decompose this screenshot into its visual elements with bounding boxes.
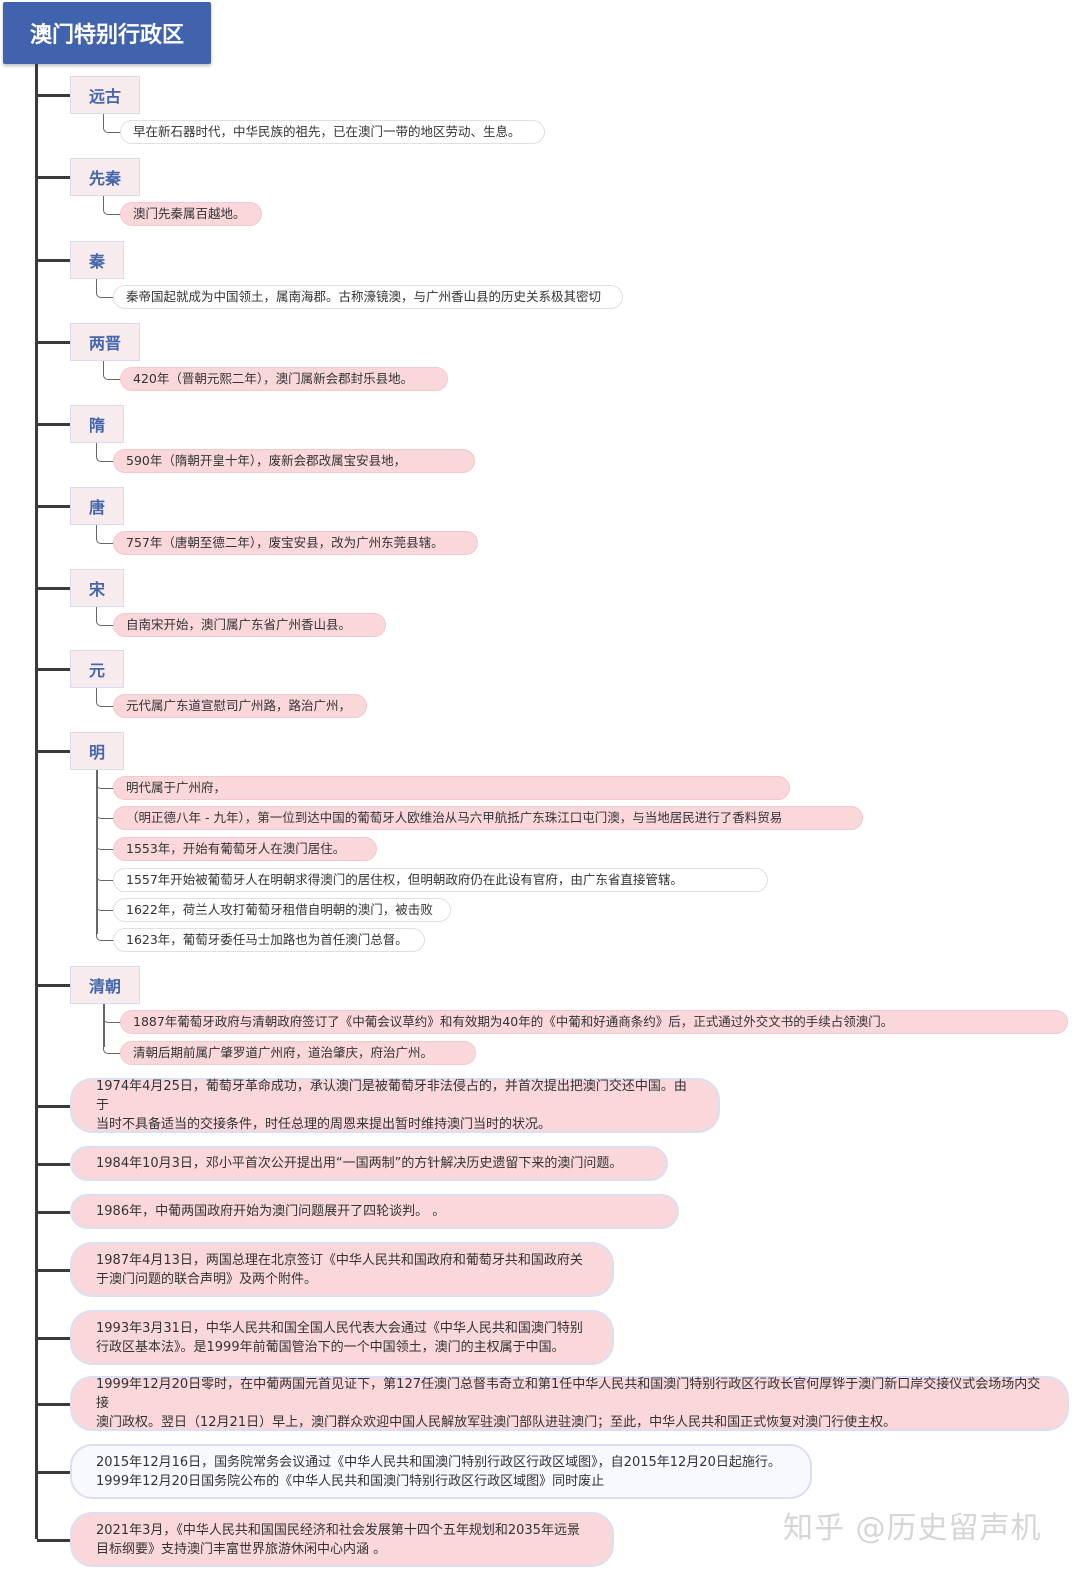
sub-branch-connector <box>103 114 123 133</box>
event-leaf[interactable]: 1557年开始被葡萄牙人在明朝求得澳门的居住权，但明朝政府仍在此设有官府，由广东… <box>113 868 768 892</box>
event-text: 1987年4月13日，两国总理在北京签订《中华人民共和国政府和葡萄牙共和国政府关… <box>96 1251 583 1289</box>
event-leaf[interactable]: 明代属于广州府， <box>113 776 790 800</box>
event-leaf[interactable]: 1622年，荷兰人攻打葡萄牙租借自明朝的澳门，被击败 <box>113 898 451 922</box>
event-text-line: 行政区基本法》。是1999年前葡国管治下的一个中国领土，澳门的主权属于中国。 <box>96 1339 565 1355</box>
sub-branch-connector <box>96 847 116 881</box>
branch-connector <box>37 1211 70 1214</box>
event-text: 1974年4月25日，葡萄牙革命成功，承认澳门是被葡萄牙非法侵占的，并首次提出把… <box>96 1077 694 1134</box>
event-text-line: 1986年，中葡两国政府开始为澳门问题展开了四轮谈判。 。 <box>96 1204 446 1219</box>
event-leaf[interactable]: 清朝后期前属广肇罗道广州府，道治肇庆，府治广州。 <box>120 1041 476 1065</box>
timeline-event-node[interactable]: 1987年4月13日，两国总理在北京签订《中华人民共和国政府和葡萄牙共和国政府关… <box>70 1242 614 1297</box>
branch-connector <box>37 341 70 344</box>
timeline-event-node[interactable]: 1986年，中葡两国政府开始为澳门问题展开了四轮谈判。 。 <box>70 1194 679 1229</box>
event-text-line: 1993年3月31日，中华人民共和国全国人民代表大会通过《中华人民共和国澳门特别 <box>96 1320 583 1336</box>
sub-branch-connector <box>96 878 116 911</box>
branch-connector <box>37 750 70 753</box>
era-node[interactable]: 清朝 <box>70 966 140 1004</box>
branch-connector <box>37 423 70 426</box>
event-leaf[interactable]: （明正德八年 - 九年），第一位到达中国的葡萄牙人欧维治从马六甲航抵广东珠江口屯… <box>113 806 863 830</box>
branch-connector <box>37 94 70 97</box>
branch-connector <box>37 259 70 262</box>
era-node[interactable]: 宋 <box>70 569 124 607</box>
event-text-line: 1987年4月13日，两国总理在北京签订《中华人民共和国政府和葡萄牙共和国政府关 <box>96 1252 583 1268</box>
sub-branch-connector <box>96 279 116 298</box>
event-leaf[interactable]: 早在新石器时代，中华民族的祖先，已在澳门一带的地区劳动、生息。 <box>120 120 545 144</box>
branch-connector <box>37 1269 70 1272</box>
watermark: 知乎 @历史留声机 <box>783 1511 1042 1546</box>
event-text-line: 澳门政权。翌日（12月21日）早上，澳门群众欢迎中国人民解放军驻澳门部队进驻澳门… <box>96 1415 897 1430</box>
era-node[interactable]: 明 <box>70 732 124 770</box>
event-text: 1993年3月31日，中华人民共和国全国人民代表大会通过《中华人民共和国澳门特别… <box>96 1319 583 1357</box>
event-leaf[interactable]: 420年（晋朝元熙二年），澳门属新会郡封乐县地。 <box>120 367 448 391</box>
timeline-event-node[interactable]: 2021年3月，《中华人民共和国国民经济和社会发展第十四个五年规划和2035年远… <box>70 1512 614 1567</box>
event-leaf[interactable]: 澳门先秦属百越地。 <box>120 202 262 226</box>
era-node[interactable]: 先秦 <box>70 158 140 196</box>
event-leaf[interactable]: 1623年，葡萄牙委任马士加路也为首任澳门总督。 <box>113 928 425 952</box>
branch-connector <box>37 668 70 671</box>
branch-connector <box>37 1403 70 1406</box>
event-text: 1999年12月20日零时，在中葡两国元首见证下，第127任澳门总督韦奇立和第1… <box>96 1375 1043 1432</box>
era-node[interactable]: 远古 <box>70 76 140 114</box>
event-text: 2021年3月，《中华人民共和国国民经济和社会发展第十四个五年规划和2035年远… <box>96 1521 580 1559</box>
sub-branch-connector <box>96 443 116 462</box>
sub-branch-connector <box>103 1020 123 1054</box>
era-node[interactable]: 秦 <box>70 241 124 279</box>
event-text-line: 2015年12月16日，国务院常务会议通过《中华人民共和国澳门特别行政区行政区域… <box>96 1454 781 1470</box>
event-text-line: 当时不具备适当的交接条件，时任总理的周恩来提出暂时维持澳门当时的状况。 <box>96 1117 552 1132</box>
sub-branch-connector <box>96 607 116 626</box>
era-node[interactable]: 唐 <box>70 487 124 525</box>
era-node[interactable]: 元 <box>70 650 124 688</box>
sub-branch-connector <box>96 786 116 819</box>
era-node[interactable]: 两晋 <box>70 323 140 361</box>
timeline-event-node[interactable]: 2015年12月16日，国务院常务会议通过《中华人民共和国澳门特别行政区行政区域… <box>70 1444 812 1499</box>
event-text: 2015年12月16日，国务院常务会议通过《中华人民共和国澳门特别行政区行政区域… <box>96 1453 781 1491</box>
event-leaf[interactable]: 757年（唐朝至德二年），废宝安县，改为广州东莞县辖。 <box>113 531 478 555</box>
sub-branch-connector <box>96 908 116 941</box>
event-text-line: 1999年12月20日零时，在中葡两国元首见证下，第127任澳门总督韦奇立和第1… <box>96 1377 1041 1411</box>
event-text-line: 1974年4月25日，葡萄牙革命成功，承认澳门是被葡萄牙非法侵占的，并首次提出把… <box>96 1079 687 1113</box>
branch-connector <box>37 1105 70 1108</box>
event-leaf[interactable]: 自南宋开始，澳门属广东省广州香山县。 <box>113 613 386 637</box>
event-leaf[interactable]: 590年（隋朝开皇十年），废新会郡改属宝安县地， <box>113 449 475 473</box>
era-node[interactable]: 隋 <box>70 405 124 443</box>
branch-connector <box>37 505 70 508</box>
timeline-event-node[interactable]: 1993年3月31日，中华人民共和国全国人民代表大会通过《中华人民共和国澳门特别… <box>70 1310 614 1365</box>
sub-branch-connector <box>96 688 116 707</box>
event-leaf[interactable]: 1553年，开始有葡萄牙人在澳门居住。 <box>113 837 377 861</box>
branch-connector <box>37 1163 70 1166</box>
event-text-line: 1984年10月3日，邓小平首次公开提出用“一国两制”的方针解决历史遗留下来的澳… <box>96 1156 623 1171</box>
sub-branch-connector <box>103 361 123 380</box>
branch-connector <box>37 1539 70 1542</box>
branch-connector <box>37 1471 70 1474</box>
sub-branch-connector <box>96 525 116 544</box>
event-text: 1984年10月3日，邓小平首次公开提出用“一国两制”的方针解决历史遗留下来的澳… <box>96 1154 622 1173</box>
sub-branch-connector <box>96 816 116 850</box>
root-node-title: 澳门特别行政区 <box>3 2 211 64</box>
timeline-event-node[interactable]: 1974年4月25日，葡萄牙革命成功，承认澳门是被葡萄牙非法侵占的，并首次提出把… <box>70 1078 720 1133</box>
event-leaf[interactable]: 1887年葡萄牙政府与清朝政府签订了《中葡会议草约》和有效期为40年的《中葡和好… <box>120 1010 1068 1034</box>
branch-connector <box>37 1337 70 1340</box>
event-leaf[interactable]: 元代属广东道宣慰司广州路，路治广州， <box>113 694 367 718</box>
timeline-event-node[interactable]: 1984年10月3日，邓小平首次公开提出用“一国两制”的方针解决历史遗留下来的澳… <box>70 1146 668 1181</box>
sub-branch-connector <box>96 770 116 789</box>
branch-connector <box>37 587 70 590</box>
event-text-line: 2021年3月，《中华人民共和国国民经济和社会发展第十四个五年规划和2035年远… <box>96 1522 580 1538</box>
sub-branch-connector <box>103 196 123 215</box>
event-text-line: 目标纲要》支持澳门丰富世界旅游休闲中心内涵 。 <box>96 1541 387 1557</box>
event-text-line: 于澳门问题的联合声明》及两个附件。 <box>96 1271 318 1287</box>
timeline-event-node[interactable]: 1999年12月20日零时，在中葡两国元首见证下，第127任澳门总督韦奇立和第1… <box>70 1376 1069 1431</box>
event-text: 1986年，中葡两国政府开始为澳门问题展开了四轮谈判。 。 <box>96 1202 445 1221</box>
branch-connector <box>37 984 70 987</box>
main-trunk-line <box>35 64 38 1539</box>
event-text-line: 1999年12月20日国务院公布的《中华人民共和国澳门特别行政区行政区域图》同时… <box>96 1473 605 1489</box>
branch-connector <box>37 176 70 179</box>
event-leaf[interactable]: 秦帝国起就成为中国领土，属南海郡。古称濠镜澳，与广州香山县的历史关系极其密切 <box>113 285 623 309</box>
sub-branch-connector <box>103 1004 123 1023</box>
